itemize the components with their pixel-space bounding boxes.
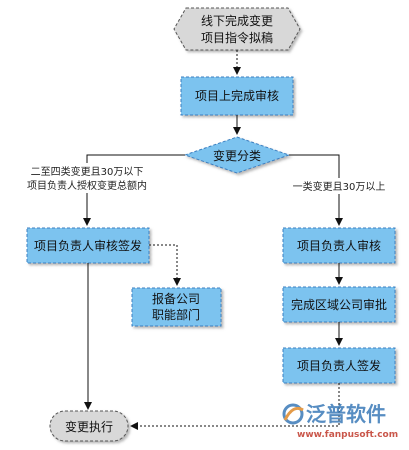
watermark: 泛普软件 www.fanpusoft.com [282,402,398,440]
right-branch-label: 一类变更且30万以上 [293,180,386,193]
pm-sign-label: 项目负责人签发 [297,358,381,373]
start-label-line1: 线下完成变更 [201,13,273,28]
left-branch-label-line1: 二至四类变更且30万以下 [31,165,144,178]
edge-sign-execute-right [130,383,340,430]
pm-sign-node: 项目负责人签发 [282,347,396,384]
pm-review-sign-node: 项目负责人审核签发 [26,227,150,264]
watermark-url: www.fanpusoft.com [297,430,398,440]
watermark-brand: 泛普软件 [306,402,386,426]
start-label-line2: 项目指令拟稿 [201,30,273,45]
pm-review-label: 项目负责人审核 [297,238,381,253]
decision-node: 变更分类 [183,136,291,174]
review-node: 项目上完成审核 [180,76,294,116]
execute-node: 变更执行 [49,410,129,442]
region-approve-label: 完成区域公司审批 [291,297,387,312]
execute-label: 变更执行 [65,419,113,434]
report-label-line2: 职能部门 [152,307,200,322]
pm-review-node: 项目负责人审核 [282,227,396,264]
report-node: 报备公司 职能部门 [131,287,222,327]
edge-decision-right [289,154,343,226]
start-node: 线下完成变更 项目指令拟稿 [173,7,301,51]
left-branch-label-line2: 项目负责人授权变更总额内 [27,179,147,192]
brand-logo-icon [282,403,304,425]
review-label: 项目上完成审核 [195,88,279,103]
report-label-line1: 报备公司 [152,291,200,306]
edge-decision-left [83,154,185,226]
edge-sign-report [149,244,181,286]
pm-review-sign-label: 项目负责人审核签发 [34,238,142,253]
region-approve-node: 完成区域公司审批 [282,286,396,323]
decision-label: 变更分类 [213,148,261,163]
